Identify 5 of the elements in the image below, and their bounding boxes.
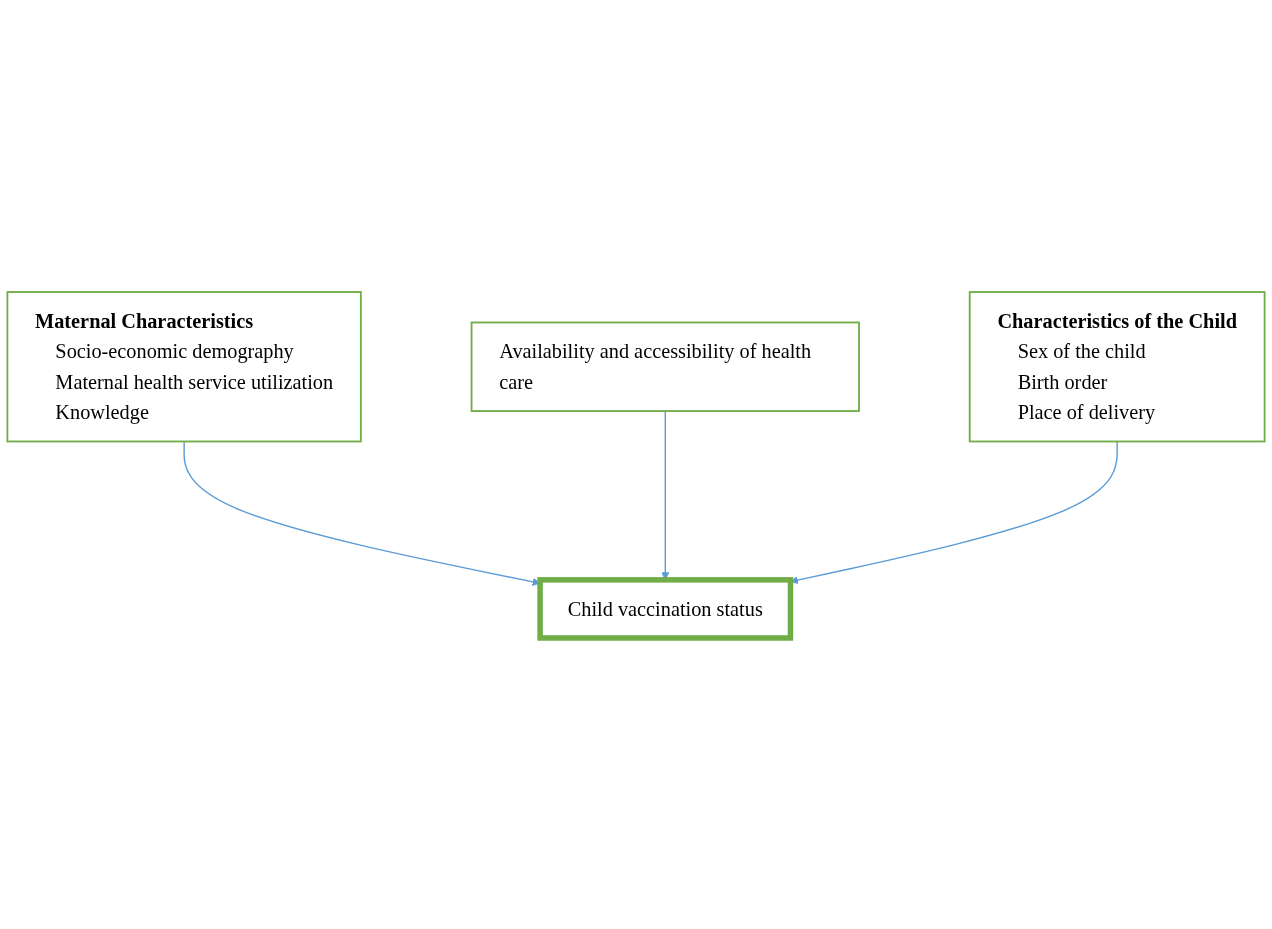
node-box: Availability and accessibility of health care [470,321,860,412]
arrow [790,440,1118,584]
node-box: Maternal Characteristics Socio-economic demography Maternal health service utilization Knowledge [6,290,362,442]
node-box: Characteristics of the Child Sex of the child Birth order Place of delivery [968,290,1266,442]
node-box: Child vaccination status [537,576,794,641]
